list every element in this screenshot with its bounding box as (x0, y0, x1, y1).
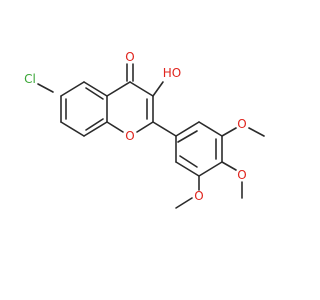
bond (106, 81, 131, 97)
atom-labels: Cl O HO O O O O (24, 50, 247, 203)
bond (198, 121, 223, 137)
bond (129, 81, 154, 97)
bond (152, 81, 164, 97)
bond (60, 121, 85, 137)
bond (175, 161, 200, 177)
bond (175, 121, 200, 137)
bond (221, 161, 237, 171)
bond (106, 121, 124, 133)
hydroxyl-label: HO (163, 66, 181, 80)
methoxy-bottom-oxygen-label: O (194, 189, 203, 203)
methoxy-top-oxygen-label: O (237, 117, 246, 131)
bond (248, 127, 265, 137)
bond (221, 127, 237, 137)
carbonyl-oxygen-label: O (125, 50, 134, 64)
bond (136, 121, 154, 133)
ring-oxygen-label: O (125, 129, 134, 143)
bond (85, 118, 104, 131)
bonds (37, 63, 265, 209)
bond (85, 87, 104, 100)
bond (60, 81, 85, 97)
bond (83, 81, 108, 97)
chlorine-label: Cl (24, 72, 36, 86)
bond (175, 197, 193, 209)
bond (198, 161, 223, 177)
bond (83, 121, 108, 137)
bond (179, 155, 198, 168)
molecule-structure: Cl O HO O O O O (24, 50, 265, 209)
methoxy-middle-oxygen-label: O (237, 168, 246, 182)
bond (152, 121, 177, 137)
bond (37, 83, 54, 93)
bond (177, 130, 198, 143)
